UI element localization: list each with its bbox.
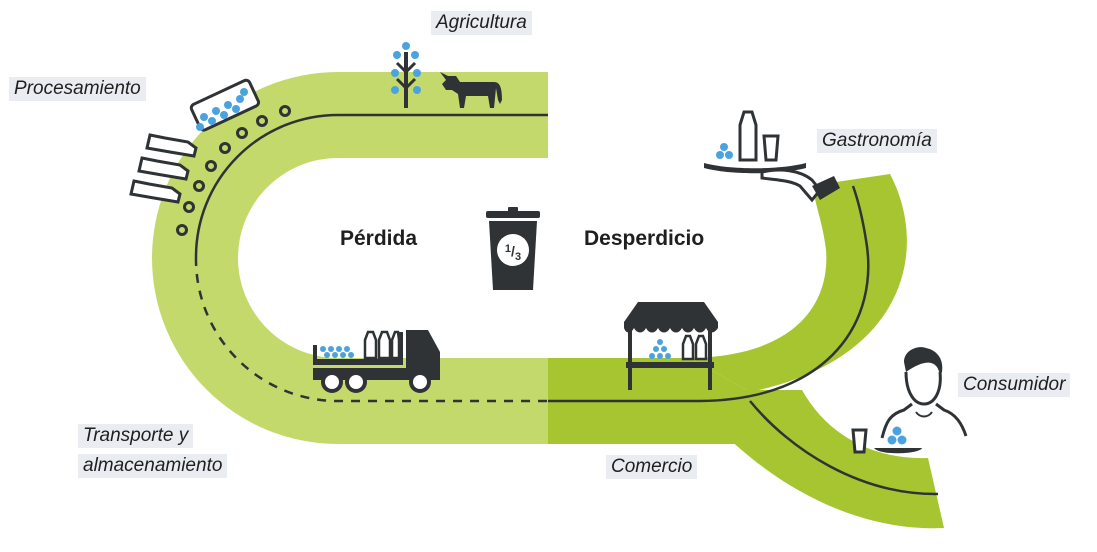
trash-bin-icon: 1/3 [486, 207, 540, 290]
label-comercio: Comercio [606, 455, 698, 479]
waste-path-upper-loop [690, 174, 907, 392]
label-transporte-line1: Transporte y [78, 424, 194, 448]
route-line-lower [749, 400, 939, 496]
label-agricultura: Agricultura [431, 11, 532, 35]
loss-label: Pérdida [340, 227, 418, 250]
food-plate-icon [851, 426, 922, 454]
route-line-top [194, 113, 548, 258]
conveyor-rollers [176, 105, 291, 236]
conveyor-icon [189, 78, 261, 132]
waste-label: Desperdicio [584, 227, 705, 250]
milk-bottles-icon [129, 133, 198, 204]
route-line-upper [699, 185, 870, 403]
waste-path-lower-branch [720, 390, 944, 529]
cow-icon [440, 72, 502, 108]
person-icon [880, 347, 968, 439]
loss-path [152, 72, 548, 444]
truck-icon [313, 330, 440, 393]
label-transporte-line2: almacenamiento [78, 454, 228, 478]
fraction-text: 1/3 [505, 243, 521, 263]
label-procesamiento: Procesamiento [9, 77, 146, 101]
market-stall-icon [624, 302, 718, 390]
tree-icon [391, 42, 421, 108]
label-gastronomia: Gastronomía [817, 129, 937, 153]
label-consumidor: Consumidor [958, 373, 1071, 397]
serving-tray-icon [704, 110, 840, 203]
